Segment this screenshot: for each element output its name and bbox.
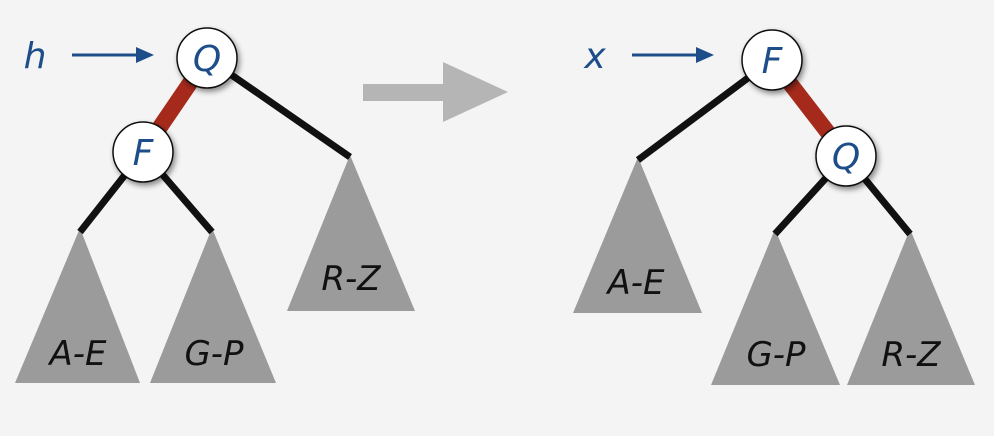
right-subtree-r-z bbox=[847, 229, 975, 385]
left-pointer-label: h bbox=[24, 36, 47, 77]
left-subtree-g-p bbox=[150, 228, 276, 383]
left-subtree-a-e bbox=[15, 228, 140, 383]
left-subtree-r-z bbox=[287, 155, 415, 311]
left-root-node bbox=[176, 27, 238, 89]
right-subtree-r-z-label: R-Z bbox=[881, 335, 941, 375]
left-subtree-g-p-label: G-P bbox=[184, 334, 244, 374]
right-subtree-g-p bbox=[711, 229, 840, 385]
right-pointer-arrow bbox=[632, 47, 714, 63]
left-child-node bbox=[112, 121, 174, 183]
left-tree: Q F A-E G-P R-Z h bbox=[15, 27, 415, 383]
right-root-node bbox=[741, 29, 803, 91]
left-child-label: F bbox=[133, 133, 155, 174]
transition-arrow-icon bbox=[363, 62, 508, 122]
right-pointer-label: x bbox=[583, 36, 606, 77]
right-subtree-a-e-label: A-E bbox=[605, 263, 665, 303]
right-root-label: F bbox=[762, 41, 784, 82]
right-subtree-g-p-label: G-P bbox=[746, 335, 806, 375]
right-subtree-a-e bbox=[573, 157, 702, 313]
right-child-label: Q bbox=[832, 137, 860, 178]
left-pointer-arrow bbox=[72, 47, 154, 63]
left-subtree-r-z-label: R-Z bbox=[321, 259, 381, 299]
left-root-label: Q bbox=[193, 39, 221, 80]
right-tree: F Q A-E G-P R-Z x bbox=[573, 29, 975, 385]
left-subtree-a-e-label: A-E bbox=[47, 334, 107, 374]
right-child-node bbox=[815, 125, 877, 187]
